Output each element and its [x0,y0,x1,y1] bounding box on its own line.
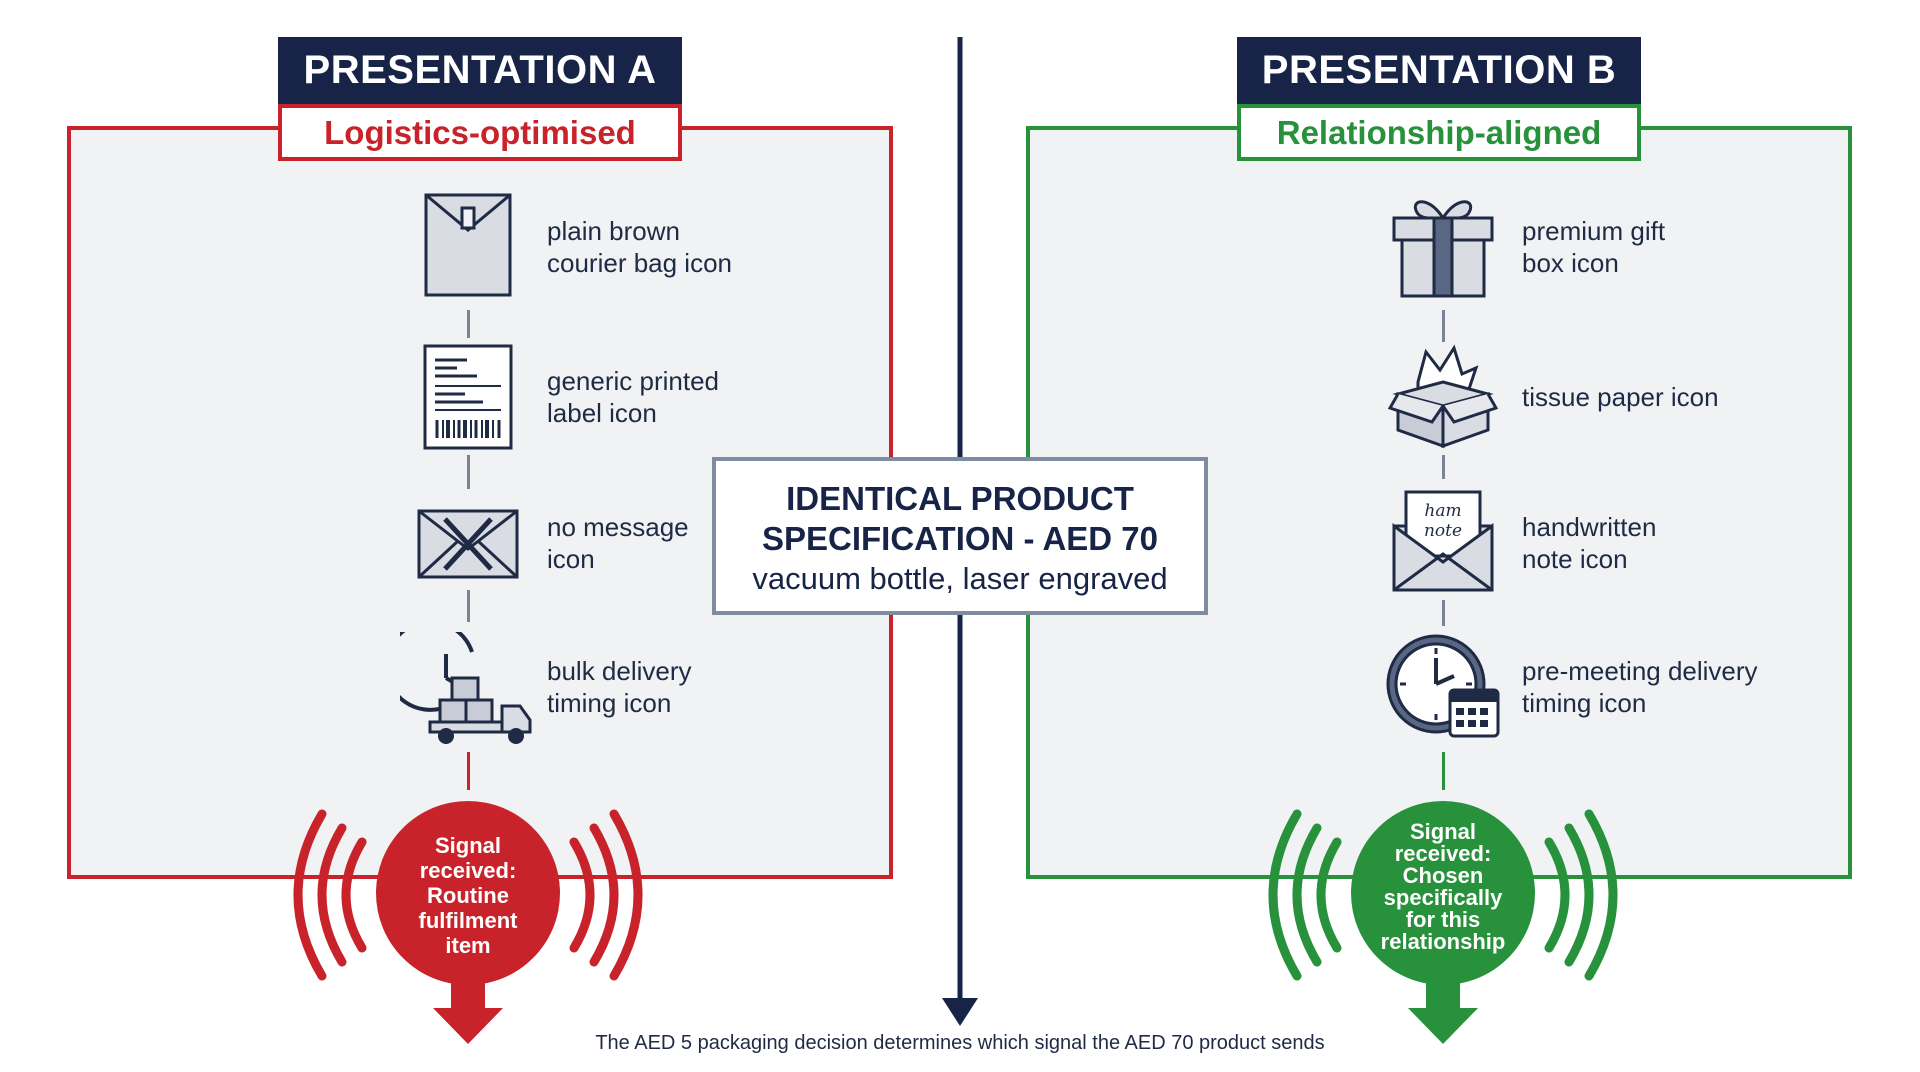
center-title-line1: IDENTICAL PRODUCT [786,480,1134,517]
identical-product-box: IDENTICAL PRODUCT SPECIFICATION - AED 70… [712,457,1208,615]
center-description: vacuum bottle, laser engraved [752,561,1168,596]
pre-meeting-delivery-icon [1386,634,1500,738]
pre-meeting-delivery-label: pre-meeting delivery timing icon [1522,656,1758,718]
connector-line [467,752,470,790]
connector-line [467,310,470,338]
footer-caption: The AED 5 packaging decision determines … [595,1032,1325,1054]
signal-b-waves [1268,809,1618,981]
note-text-line1: ham [1424,501,1461,521]
printed-label-label: generic printed label icon [547,366,719,428]
no-message-icon [417,509,519,579]
signal-a-text: Signal received: Routine fulfilment item [418,833,518,958]
courier-bag-label: plain brown courier bag icon [547,216,732,278]
bulk-delivery-label: bulk delivery timing icon [547,656,692,718]
bulk-delivery-icon [400,632,532,744]
gift-box-label: premium gift box icon [1522,216,1666,278]
gift-box-icon [1392,200,1494,298]
signal-a-waves [293,809,643,981]
printed-label-icon [423,344,513,450]
center-title-line2: SPECIFICATION - AED 70 [761,520,1159,557]
signal-b-arrow [1408,970,1478,1044]
no-message-label: no message icon [547,512,689,574]
connector-line [1442,455,1445,479]
connector-line [1442,752,1445,790]
handwritten-note-label: handwritten note icon [1522,512,1657,574]
signal-b-text: Signal received: Chosen specifically for… [1380,819,1506,954]
handwritten-note-icon: ham note [1392,490,1494,592]
connector-line [467,590,470,622]
note-text-line2: note [1424,521,1462,541]
center-arrow-head [942,998,978,1026]
signal-a-arrow [433,970,503,1044]
courier-bag-icon [424,193,512,297]
signal-b-circle [1351,801,1535,985]
presentation-a-subtitle: Logistics-optimised [278,104,682,161]
connector-line [1442,310,1445,342]
tissue-paper-label: tissue paper icon [1522,382,1719,412]
presentation-b-title: PRESENTATION B [1237,37,1641,104]
presentation-b-subtitle: Relationship-aligned [1237,104,1641,161]
signal-a-circle [376,801,560,985]
tissue-paper-icon [1388,344,1498,449]
presentation-a-title: PRESENTATION A [278,37,682,104]
connector-line [467,455,470,489]
connector-line [1442,600,1445,626]
